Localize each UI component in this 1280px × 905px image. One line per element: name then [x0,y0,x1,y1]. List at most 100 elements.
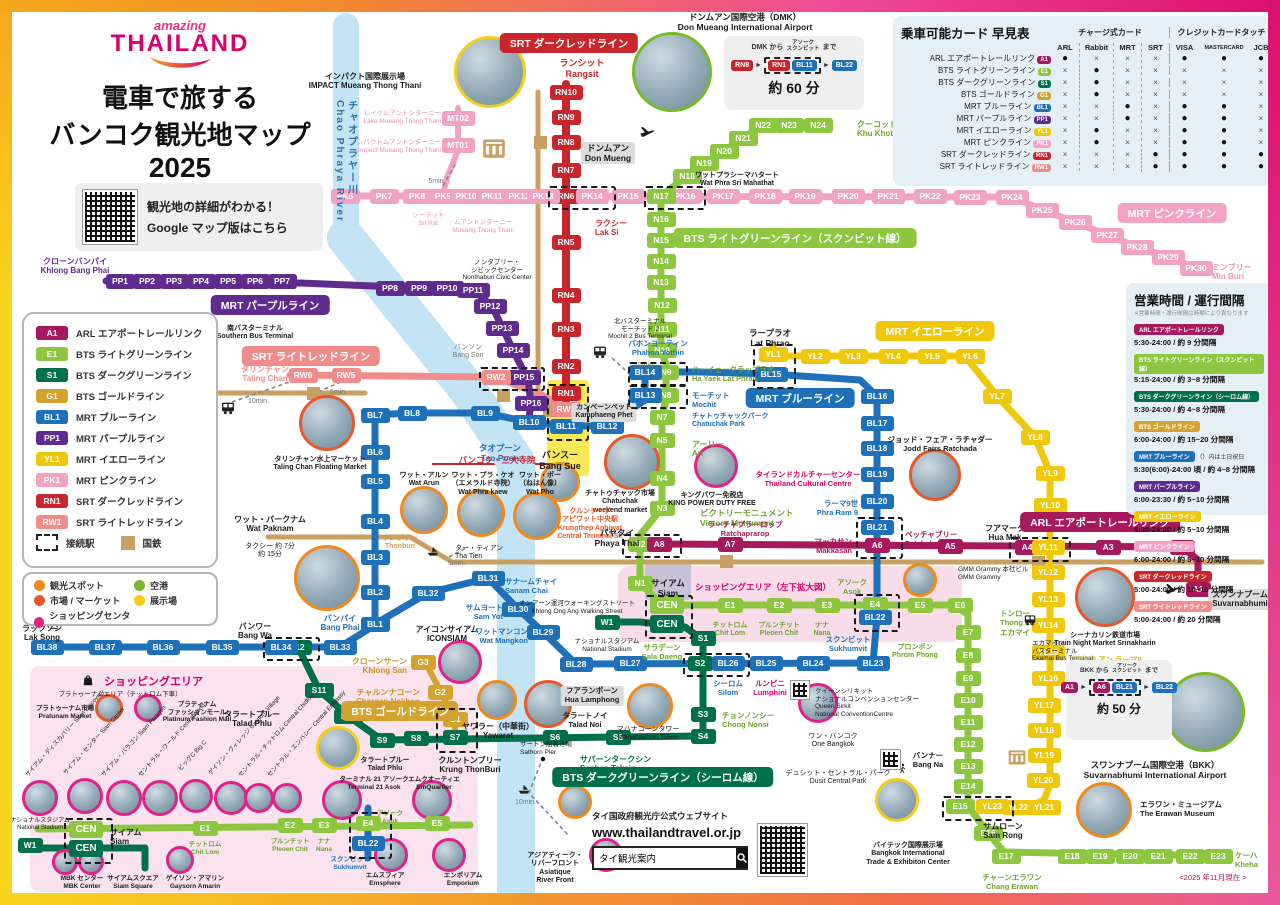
station-S8[interactable]: S8 [403,730,429,746]
station-E6[interactable]: E6 [947,597,973,613]
station-MT02[interactable]: MT02 [441,110,475,126]
station-BL35[interactable]: BL35 [205,639,239,655]
station-N23[interactable]: N23 [774,117,804,133]
station-S6[interactable]: S6 [542,729,568,745]
station-PK26[interactable]: PK26 [1058,214,1092,230]
station-YL16[interactable]: YL16 [1031,670,1065,686]
station-N2[interactable]: N2 [627,536,653,552]
station-YL6[interactable]: YL6 [955,348,985,364]
station-RN3[interactable]: RN3 [551,321,581,337]
station-YL10[interactable]: YL10 [1033,497,1067,513]
station-BL5[interactable]: BL5 [360,473,390,489]
station-RN9[interactable]: RN9 [551,109,581,125]
station-W1[interactable]: W1 [594,614,620,630]
station-BL14[interactable]: BL14 [628,364,662,380]
station-BL1[interactable]: BL1 [360,616,390,632]
station-PK8[interactable]: PK8 [402,188,432,204]
station-S1[interactable]: S1 [690,630,716,646]
station-PK23[interactable]: PK23 [953,189,987,205]
station-BL23[interactable]: BL23 [856,655,890,671]
station-PK11[interactable]: PK11 [475,188,509,204]
station-E3[interactable]: E3 [311,817,337,833]
station-BL16[interactable]: BL16 [860,388,894,404]
site-search-bar[interactable] [592,846,748,870]
station-N13[interactable]: N13 [646,274,676,290]
station-BL30[interactable]: BL30 [501,601,535,617]
station-PK28[interactable]: PK28 [1120,239,1154,255]
station-BL38[interactable]: BL38 [30,639,64,655]
station-E11[interactable]: E11 [953,714,983,730]
station-YL21[interactable]: YL21 [1027,799,1061,815]
station-E17[interactable]: E17 [991,848,1021,864]
station-RN7[interactable]: RN7 [551,162,581,178]
station-YL22[interactable]: YL22 [1001,799,1035,815]
station-N7[interactable]: N7 [649,409,675,425]
station-E12[interactable]: E12 [953,736,983,752]
station-E4[interactable]: E4 [355,815,381,831]
station-BL28[interactable]: BL28 [559,656,593,672]
station-PK25[interactable]: PK25 [1025,202,1059,218]
station-BL29[interactable]: BL29 [526,624,560,640]
station-BL13[interactable]: BL13 [628,387,662,403]
station-YL15[interactable]: YL15 [1031,644,1065,660]
station-BL22[interactable]: BL22 [858,609,892,625]
station-A5[interactable]: A5 [937,538,963,554]
station-PP3[interactable]: PP3 [159,273,189,289]
station-BL26[interactable]: BL26 [711,655,745,671]
station-BL21[interactable]: BL21 [860,519,894,535]
station-RN1[interactable]: RN1 [551,385,581,401]
station-BL11[interactable]: BL11 [549,418,583,434]
station-RN10[interactable]: RN10 [549,84,583,100]
station-N14[interactable]: N14 [646,253,676,269]
station-CEN[interactable]: CEN [650,596,684,614]
station-RN8[interactable]: RN8 [551,134,581,150]
station-BL20[interactable]: BL20 [860,493,894,509]
station-YL11[interactable]: YL11 [1031,539,1065,555]
station-RW6[interactable]: RW6 [288,367,318,383]
station-PP5[interactable]: PP5 [213,273,243,289]
station-RW2[interactable]: RW2 [481,369,511,385]
station-N1[interactable]: N1 [627,575,653,591]
station-S4[interactable]: S4 [690,728,716,744]
station-PP14[interactable]: PP14 [496,342,530,358]
station-YL8[interactable]: YL8 [1020,429,1050,445]
station-N15[interactable]: N15 [646,232,676,248]
station-BL3[interactable]: BL3 [360,549,390,565]
station-PK6[interactable]: PK6 [330,188,360,204]
station-BL17[interactable]: BL17 [860,415,894,431]
station-N10[interactable]: N10 [647,342,677,358]
station-E7[interactable]: E7 [955,624,981,640]
station-RN5[interactable]: RN5 [551,234,581,250]
station-PK7[interactable]: PK7 [369,188,399,204]
station-PK14[interactable]: PK14 [575,188,609,204]
station-S11[interactable]: S11 [304,682,334,698]
station-YL1[interactable]: YL1 [758,346,788,362]
station-BL7[interactable]: BL7 [360,407,390,423]
station-S5[interactable]: S5 [605,729,631,745]
station-PP4[interactable]: PP4 [186,273,216,289]
station-YL20[interactable]: YL20 [1026,772,1060,788]
station-BL31[interactable]: BL31 [471,570,505,586]
station-BL36[interactable]: BL36 [146,639,180,655]
station-PK20[interactable]: PK20 [831,188,865,204]
station-PK24[interactable]: PK24 [995,189,1029,205]
station-E20[interactable]: E20 [1115,848,1145,864]
station-CEN[interactable]: CEN [69,820,103,838]
station-BL10[interactable]: BL10 [512,414,546,430]
station-PP2[interactable]: PP2 [132,273,162,289]
station-G3[interactable]: G3 [410,654,436,670]
station-A7[interactable]: A7 [717,536,743,552]
station-PK16[interactable]: PK16 [668,188,702,204]
station-BL25[interactable]: BL25 [749,655,783,671]
station-N4[interactable]: N4 [649,470,675,486]
station-BL34[interactable]: BL34 [264,639,298,655]
station-E14[interactable]: E14 [953,778,983,794]
station-BL9[interactable]: BL9 [470,405,500,421]
station-MT01[interactable]: MT01 [441,137,475,153]
station-E23[interactable]: E23 [1203,848,1233,864]
station-BL15[interactable]: BL15 [754,366,788,382]
station-YL7[interactable]: YL7 [982,388,1012,404]
station-BL24[interactable]: BL24 [796,655,830,671]
station-S7[interactable]: S7 [442,729,468,745]
station-N18[interactable]: N18 [672,168,702,184]
